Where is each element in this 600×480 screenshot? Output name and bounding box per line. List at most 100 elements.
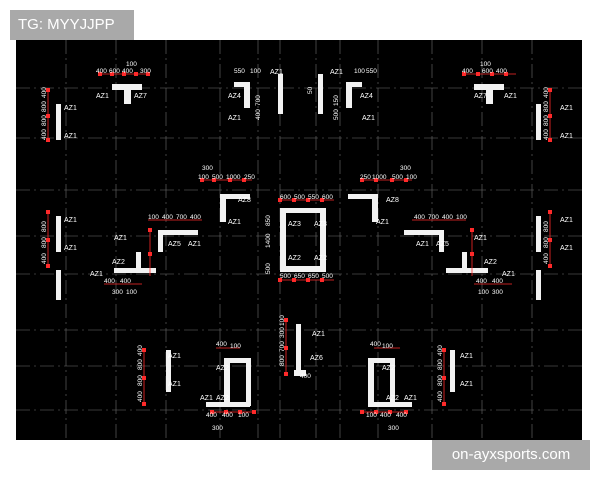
- dim-mrt-0: 300: [400, 165, 411, 172]
- dim-tp-0: 550: [234, 68, 245, 75]
- label-az1-rw2: AZ1: [474, 235, 487, 242]
- dim-bvl-1: 800: [137, 375, 144, 386]
- label-az1-tl: AZ1: [96, 93, 109, 100]
- dim-tp-3: 550: [366, 68, 377, 75]
- dim-lw-0: 100: [148, 214, 159, 221]
- dim-bc-0: 800: [279, 355, 286, 366]
- dim-bl-3: 400: [222, 412, 233, 419]
- label-az2-cl: AZ2: [288, 255, 301, 262]
- dim-cb-3: 500: [322, 273, 333, 280]
- dim-cs-0: 850: [265, 215, 272, 226]
- dim-tr-3: 400: [496, 68, 507, 75]
- dim-br-4: 400: [396, 412, 407, 419]
- label-az2-br: AZ2: [382, 365, 395, 372]
- label-az1-l2: AZ1: [64, 133, 77, 140]
- label-az5-l: AZ5: [168, 241, 181, 248]
- dim-tp-4: 50: [307, 86, 314, 94]
- dim-vl-1: 800: [41, 115, 48, 126]
- dimension-numbers: 100 400 600 400 300 100 400 600 400 550 …: [96, 61, 507, 432]
- dim-tl-1: 400: [96, 68, 107, 75]
- dim-ct-1: 500: [294, 194, 305, 201]
- dim-tl-3: 400: [122, 68, 133, 75]
- label-az1-bc: AZ1: [312, 331, 325, 338]
- dim-vl-3: 400: [41, 87, 48, 98]
- dim-ct-0: 600: [280, 194, 291, 201]
- dim-tp-2: 100: [354, 68, 365, 75]
- dim-vl2-2: 800: [41, 221, 48, 232]
- label-az1-br1: AZ1: [460, 353, 473, 360]
- dim-br-3: 400: [380, 412, 391, 419]
- dim-ct-3: 600: [322, 194, 333, 201]
- dim-bc-1: 700: [279, 341, 286, 352]
- dim-bvl-2: 800: [137, 359, 144, 370]
- dim-br-2: 100: [366, 412, 377, 419]
- dim-mrt-3: 500: [392, 174, 403, 181]
- label-az1-r2: AZ1: [560, 133, 573, 140]
- dim-bvr-2: 800: [437, 359, 444, 370]
- dim-lw-1: 400: [162, 214, 173, 221]
- watermark-badge: on-ayxsports.com: [432, 440, 590, 470]
- dim-vr2-0: 400: [543, 253, 550, 264]
- label-az6: AZ6: [310, 355, 323, 362]
- label-az1-lw1: AZ1: [114, 235, 127, 242]
- dim-cb-2: 650: [308, 273, 319, 280]
- dim-mrt-4: 100: [406, 174, 417, 181]
- dim-rw-2: 400: [442, 214, 453, 221]
- dim-bl-4: 100: [238, 412, 249, 419]
- dim-vl-0: 400: [41, 129, 48, 140]
- label-az1-tc1: AZ1: [270, 69, 283, 76]
- vertical-dimension-numbers: 400 800 800 400 400 800 800 400 400 700 …: [41, 86, 550, 402]
- dim-tr-2: 600: [482, 68, 493, 75]
- dim-vl2-0: 400: [41, 253, 48, 264]
- label-az1-lw2: AZ1: [188, 241, 201, 248]
- dim-br-0: 400: [370, 341, 381, 348]
- cad-drawing-canvas[interactable]: AZ1 AZ7 AZ1 AZ7 AZ4 AZ1 AZ1 AZ4 AZ1 AZ1 …: [16, 40, 582, 440]
- dim-cs-1: 1400: [265, 233, 272, 248]
- dim-bvl-0: 400: [137, 391, 144, 402]
- element-labels: AZ1 AZ7 AZ1 AZ7 AZ4 AZ1 AZ1 AZ4 AZ1 AZ1 …: [64, 69, 573, 402]
- dim-lw-3: 400: [190, 214, 201, 221]
- dim-mlt-4: 250: [244, 174, 255, 181]
- dim-vr-2: 800: [543, 101, 550, 112]
- dim-mrt-2: 1000: [372, 174, 387, 181]
- dim-tl-0: 100: [126, 61, 137, 68]
- label-az4-r: AZ4: [360, 93, 373, 100]
- dim-vr-3: 400: [543, 87, 550, 98]
- label-az3-r: AZ3: [314, 221, 327, 228]
- label-az1-br2: AZ1: [460, 381, 473, 388]
- dim-rl-1: 400: [492, 278, 503, 285]
- dim-bl-1: 400: [216, 341, 227, 348]
- label-az1-tc3: AZ1: [228, 115, 241, 122]
- dim-bc-5: 400: [300, 373, 311, 380]
- label-az1-tc4: AZ1: [362, 115, 375, 122]
- dim-bl-2: 400: [206, 412, 217, 419]
- label-az2-rl: AZ2: [484, 259, 497, 266]
- dim-br-1: 100: [382, 343, 393, 350]
- dim-vl2-1: 800: [41, 237, 48, 248]
- dim-bl-5: 300: [212, 425, 223, 432]
- dim-mlt-3: 1000: [226, 174, 241, 181]
- label-az1-bl3: AZ1: [200, 395, 213, 402]
- dim-mlt-0: 300: [202, 165, 213, 172]
- dim-tv-3: 150: [333, 95, 340, 106]
- dim-ll-3: 100: [126, 289, 137, 296]
- label-az1-ll: AZ1: [90, 271, 103, 278]
- dim-vr-1: 800: [543, 115, 550, 126]
- label-az2-bl: AZ2: [216, 365, 229, 372]
- label-az1-bl1: AZ1: [168, 353, 181, 360]
- label-az4-l: AZ4: [228, 93, 241, 100]
- dim-bvr-0: 400: [437, 391, 444, 402]
- dim-ct-2: 550: [308, 194, 319, 201]
- label-az3-l: AZ3: [288, 221, 301, 228]
- dim-rl-3: 300: [492, 289, 503, 296]
- dim-mlt-1: 100: [198, 174, 209, 181]
- dim-rw-0: 400: [414, 214, 425, 221]
- dim-tv-2: 500: [333, 109, 340, 120]
- dim-tl-2: 600: [109, 68, 120, 75]
- label-az2-cr: AZ2: [314, 255, 327, 262]
- dim-bvr-1: 800: [437, 375, 444, 386]
- dim-tl-4: 300: [140, 68, 151, 75]
- dim-ll-2: 300: [112, 289, 123, 296]
- dim-bvl-3: 400: [137, 345, 144, 356]
- dim-mrt-1: 250: [360, 174, 371, 181]
